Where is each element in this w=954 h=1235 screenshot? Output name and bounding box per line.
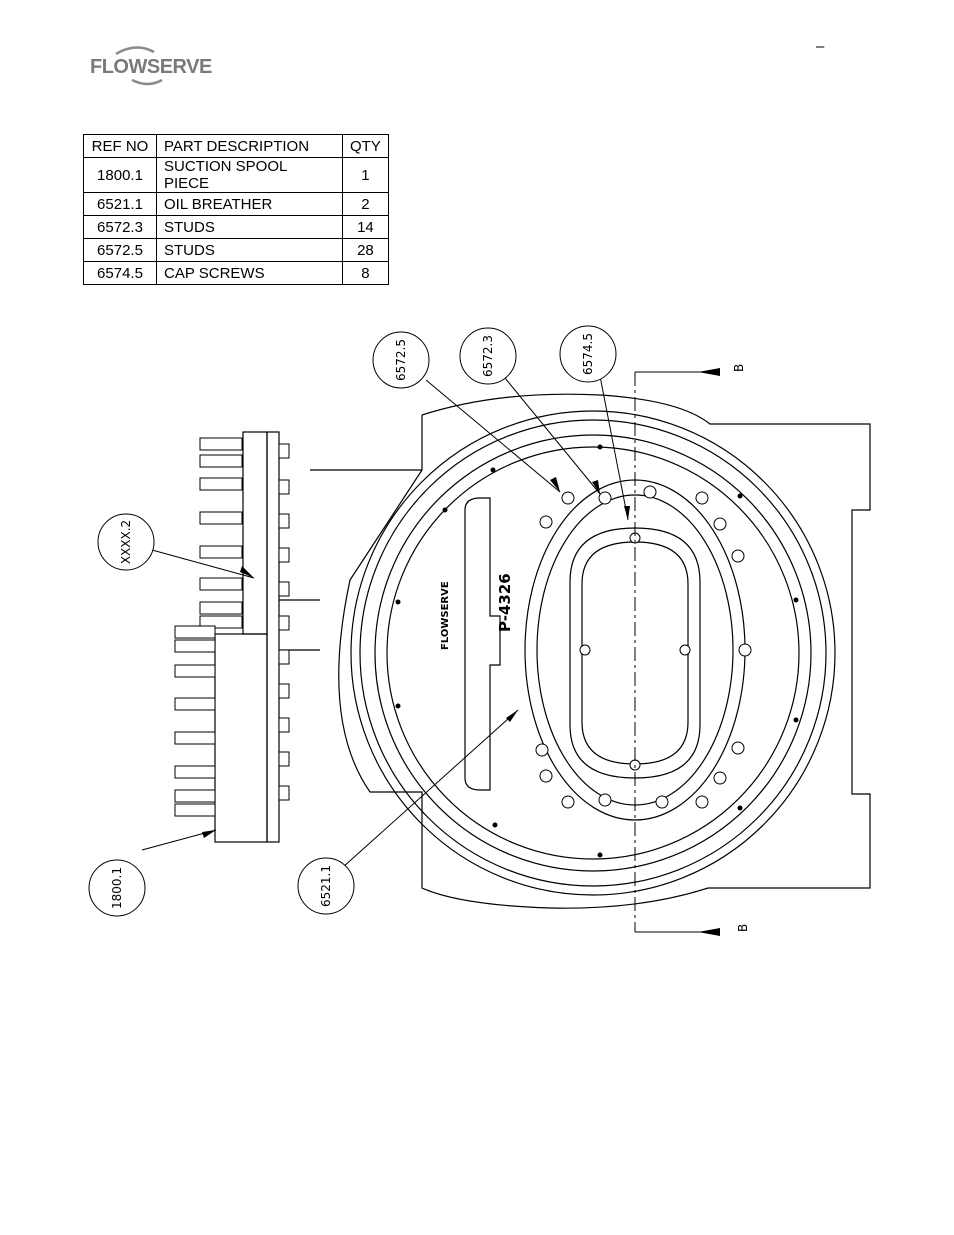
table-row: 6574.5 CAP SCREWS 8 (83, 261, 389, 285)
header-part-description: PART DESCRIPTION (156, 134, 343, 158)
section-mark-bottom: B (736, 924, 750, 932)
table-row: 6521.1 OIL BREATHER 2 (83, 192, 389, 216)
ref-no-cell: 6521.1 (83, 192, 157, 216)
balloon-6572-5: 6572.5 (394, 339, 408, 381)
balloon-xxxx-2: XXXX.2 (119, 520, 133, 564)
description-cell: STUDS (156, 215, 343, 239)
balloon-6521-1: 6521.1 (319, 865, 333, 907)
header-qty: QTY (342, 134, 389, 158)
table-row: 1800.1 SUCTION SPOOL PIECE 1 (83, 157, 389, 193)
ref-no-cell: 6572.3 (83, 215, 157, 239)
part-number-label: P-4326 (496, 573, 514, 632)
balloon-6572-3: 6572.3 (481, 335, 495, 377)
table-header-row: REF NO PART DESCRIPTION QTY (83, 134, 389, 158)
ref-no-cell: 6574.5 (83, 261, 157, 285)
flowserve-logo: FLOWSERVE (88, 42, 212, 88)
description-cell: SUCTION SPOOL PIECE (156, 157, 343, 193)
description-cell: STUDS (156, 238, 343, 262)
assembly-drawing: B B P-4326 FLOWSERVE 6572.5 6572.3 6574.… (88, 325, 871, 936)
logo-swoosh-icon (115, 46, 163, 86)
parts-list-table: REF NO PART DESCRIPTION QTY 1800.1 SUCTI… (83, 134, 389, 285)
ref-no-cell: 6572.5 (83, 238, 157, 262)
balloon-6574-5: 6574.5 (581, 333, 595, 375)
table-row: 6572.5 STUDS 28 (83, 238, 389, 262)
header-ref-no: REF NO (83, 134, 157, 158)
description-cell: OIL BREATHER (156, 192, 343, 216)
section-mark-top: B (732, 364, 746, 372)
description-cell: CAP SCREWS (156, 261, 343, 285)
balloon-1800-1: 1800.1 (110, 867, 124, 909)
nameplate-logo-text: FLOWSERVE (440, 581, 451, 650)
ref-no-cell: 1800.1 (83, 157, 157, 193)
qty-cell: 8 (342, 261, 389, 285)
qty-cell: 28 (342, 238, 389, 262)
qty-cell: 2 (342, 192, 389, 216)
logo-text: FLOWSERVE (90, 56, 212, 78)
qty-cell: 14 (342, 215, 389, 239)
table-row: 6572.3 STUDS 14 (83, 215, 389, 239)
page-corner-mark: – (816, 38, 825, 55)
qty-cell: 1 (342, 157, 389, 193)
